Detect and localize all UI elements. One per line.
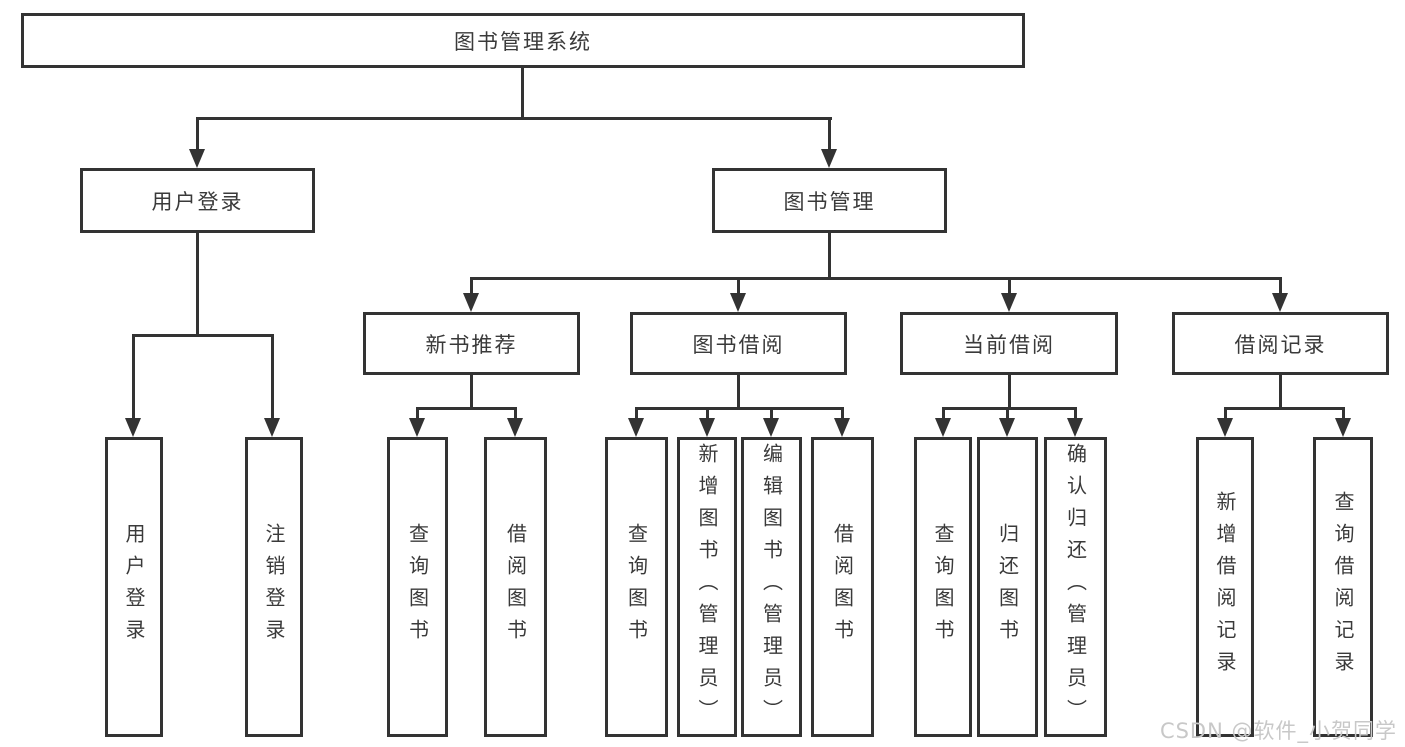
node-login-label: 用户登录	[122, 523, 146, 651]
connector-arrow-edit-book	[763, 407, 779, 437]
node-user-login: 用户登录	[80, 168, 315, 233]
node-book-borrow-label: 图书借阅	[692, 332, 785, 357]
node-add-borrow-record-label: 新增借阅记录	[1213, 491, 1237, 683]
connector-root-hline	[196, 117, 832, 120]
node-add-book-admin: 新增图书（管理员）	[677, 437, 737, 737]
connector-arrow-logout	[264, 334, 280, 437]
connector-arrow-return-book	[999, 407, 1015, 437]
node-add-borrow-record: 新增借阅记录	[1196, 437, 1254, 737]
node-edit-book-admin-label: 编辑图书（管理员）	[759, 443, 784, 731]
connector-borrow-records-hline	[1224, 407, 1344, 410]
node-confirm-return-admin: 确认归还（管理员）	[1044, 437, 1107, 737]
node-root-label: 图书管理系统	[454, 29, 592, 54]
connector-arrow-book-borrow	[730, 277, 746, 312]
node-borrow-books-1: 借阅图书	[484, 437, 547, 737]
node-logout: 注销登录	[245, 437, 303, 737]
node-query-books-3-label: 查询图书	[931, 523, 955, 651]
node-new-book-recommend: 新书推荐	[363, 312, 580, 375]
connector-book-management-stem	[828, 233, 831, 279]
node-book-borrow: 图书借阅	[630, 312, 847, 375]
node-query-books-1: 查询图书	[387, 437, 448, 737]
connector-arrow-current-borrow	[1001, 277, 1017, 312]
connector-arrow-login	[125, 334, 141, 437]
connector-arrow-query-books-3	[935, 407, 951, 437]
connector-user-login-hline	[132, 334, 274, 337]
node-root: 图书管理系统	[21, 13, 1025, 68]
node-book-management-label: 图书管理	[783, 189, 876, 214]
connector-arrow-borrow-records	[1272, 277, 1288, 312]
node-current-borrow: 当前借阅	[900, 312, 1118, 375]
connector-arrow-query-books-1	[409, 407, 425, 437]
node-query-books-2-label: 查询图书	[624, 523, 649, 651]
node-edit-book-admin: 编辑图书（管理员）	[741, 437, 802, 737]
node-login: 用户登录	[105, 437, 163, 737]
connector-new-book-stem	[470, 375, 473, 408]
node-current-borrow-label: 当前借阅	[963, 332, 1055, 357]
connector-book-borrow-hline	[635, 407, 844, 410]
connector-arrow-book-management	[821, 117, 837, 168]
node-query-books-3: 查询图书	[914, 437, 972, 737]
node-query-borrow-record-label: 查询借阅记录	[1331, 491, 1355, 683]
node-query-books-1-label: 查询图书	[405, 523, 430, 651]
connector-arrow-new-book	[463, 277, 479, 312]
node-user-login-label: 用户登录	[151, 189, 244, 214]
node-borrow-records-label: 借阅记录	[1234, 332, 1327, 357]
connector-user-login-stem	[196, 233, 199, 336]
node-add-book-admin-label: 新增图书（管理员）	[695, 443, 719, 731]
node-borrow-books-2-label: 借阅图书	[830, 523, 855, 651]
connector-arrow-add-book	[699, 407, 715, 437]
node-borrow-books-1-label: 借阅图书	[503, 523, 528, 651]
connector-arrow-query-record	[1335, 407, 1351, 437]
node-query-books-2: 查询图书	[605, 437, 668, 737]
node-logout-label: 注销登录	[262, 523, 286, 651]
node-new-book-recommend-label: 新书推荐	[425, 332, 518, 357]
connector-arrow-query-books-2	[628, 407, 644, 437]
connector-borrow-records-stem	[1279, 375, 1282, 408]
watermark: CSDN @软件_小贺同学	[1159, 719, 1397, 743]
connector-book-management-hline	[470, 277, 1282, 280]
node-return-book: 归还图书	[977, 437, 1038, 737]
connector-root-stem	[521, 68, 524, 118]
connector-arrow-confirm-return	[1067, 407, 1083, 437]
connector-arrow-borrow-books-2	[834, 407, 850, 437]
node-book-management: 图书管理	[712, 168, 947, 233]
connector-arrow-add-record	[1217, 407, 1233, 437]
node-return-book-label: 归还图书	[995, 523, 1020, 651]
node-confirm-return-admin-label: 确认归还（管理员）	[1063, 443, 1088, 731]
node-borrow-records: 借阅记录	[1172, 312, 1389, 375]
node-borrow-books-2: 借阅图书	[811, 437, 874, 737]
connector-book-borrow-stem	[737, 375, 740, 408]
connector-arrow-user-login	[189, 117, 205, 168]
node-query-borrow-record: 查询借阅记录	[1313, 437, 1373, 737]
connector-new-book-hline	[416, 407, 517, 410]
connector-current-borrow-stem	[1008, 375, 1011, 408]
connector-current-borrow-hline	[942, 407, 1077, 410]
connector-arrow-borrow-books-1	[507, 407, 523, 437]
